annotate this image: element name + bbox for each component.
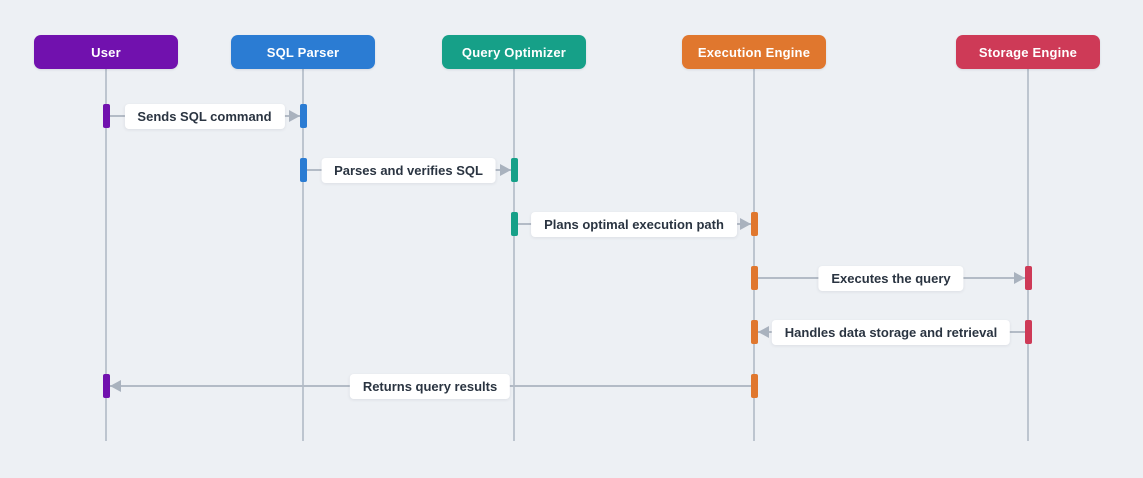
- activation-bar-user: [102, 374, 110, 398]
- actor-box-user: User: [34, 35, 178, 69]
- actor-label-sql-parser: SQL Parser: [266, 44, 340, 60]
- lifeline-execution-engine: [753, 69, 755, 441]
- activation-bar-execution-engine: [750, 374, 758, 398]
- arrowhead-icon: [499, 164, 511, 176]
- activation-bar-storage-engine: [1024, 266, 1032, 290]
- activation-bar-query-optimizer: [510, 212, 518, 236]
- arrowhead-icon: [739, 218, 751, 230]
- actor-box-storage-engine: Storage Engine: [956, 35, 1100, 69]
- actor-label-execution-engine: Execution Engine: [697, 44, 811, 60]
- activation-bar-storage-engine: [1024, 320, 1032, 344]
- actor-box-execution-engine: Execution Engine: [682, 35, 826, 69]
- actor-label-query-optimizer: Query Optimizer: [461, 44, 567, 60]
- activation-bar-query-optimizer: [510, 158, 518, 182]
- lifeline-sql-parser: [302, 69, 304, 441]
- arrowhead-icon: [757, 326, 769, 338]
- activation-bar-execution-engine: [750, 320, 758, 344]
- message-label: Executes the query: [818, 265, 964, 291]
- actor-label-storage-engine: Storage Engine: [978, 44, 1078, 60]
- activation-bar-user: [102, 104, 110, 128]
- activation-bar-execution-engine: [750, 266, 758, 290]
- arrowhead-icon: [1013, 272, 1025, 284]
- activation-bar-execution-engine: [750, 212, 758, 236]
- lifeline-storage-engine: [1027, 69, 1029, 441]
- actor-box-query-optimizer: Query Optimizer: [442, 35, 586, 69]
- activation-bar-sql-parser: [299, 158, 307, 182]
- arrowhead-icon: [109, 380, 121, 392]
- message-label: Handles data storage and retrieval: [771, 319, 1011, 345]
- message-label: Plans optimal execution path: [531, 211, 737, 237]
- arrowhead-icon: [288, 110, 300, 122]
- lifeline-user: [105, 69, 107, 441]
- message-label: Returns query results: [349, 373, 511, 399]
- actor-box-sql-parser: SQL Parser: [231, 35, 375, 69]
- actor-label-user: User: [91, 44, 121, 60]
- message-label: Parses and verifies SQL: [321, 157, 496, 183]
- activation-bar-sql-parser: [299, 104, 307, 128]
- lifeline-query-optimizer: [513, 69, 515, 441]
- message-label: Sends SQL command: [124, 103, 285, 129]
